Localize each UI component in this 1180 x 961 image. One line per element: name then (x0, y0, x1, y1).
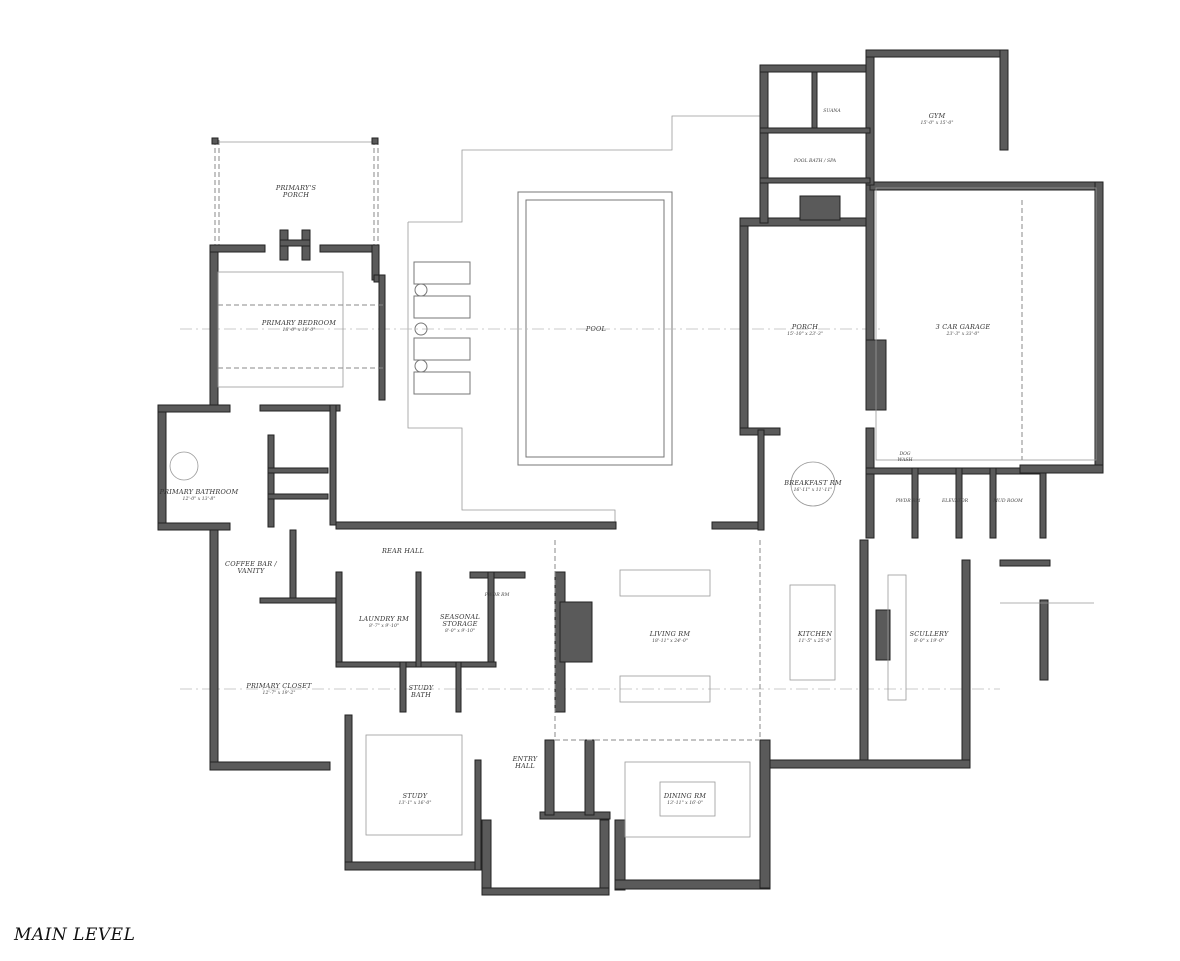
room-label-garage: 3 CAR GARAGE (936, 323, 991, 331)
room-label-primary-bathroom: PRIMARY BATHROOM (159, 488, 239, 496)
svg-text:18'-0" x 18'-0": 18'-0" x 18'-0" (283, 327, 316, 333)
room-label-scullery: SCULLERY (910, 630, 949, 638)
svg-text:13'-1" x 16'-0": 13'-1" x 16'-0" (399, 800, 432, 806)
walls (157, 49, 1104, 896)
room-label-mud-room: MUD ROOM (992, 498, 1023, 504)
room-label-porch: PORCH (791, 323, 818, 331)
svg-text:15'-0" x 15'-0": 15'-0" x 15'-0" (921, 120, 954, 126)
room-label-pwdr-rm-west: PWDR RM (484, 592, 510, 598)
primary-porch-outline (211, 137, 379, 245)
lounge-chairs (413, 261, 471, 395)
pool-deck (407, 115, 762, 522)
room-label-laundry: LAUNDRY RM (358, 615, 409, 623)
room-label-pool-bath: POOL BATH / SPA (793, 158, 837, 164)
plan-title: MAIN LEVEL (14, 925, 136, 945)
room-label-seasonal-storage: SEASONAL (440, 613, 480, 621)
room-label-entry-hall: ENTRY (512, 755, 538, 763)
svg-text:12'-7" x 19'-2": 12'-7" x 19'-2" (263, 690, 296, 696)
room-label-gym: GYM (929, 112, 946, 120)
svg-text:VANITY: VANITY (237, 567, 265, 575)
svg-text:8'-0" x 9'-10": 8'-0" x 9'-10" (445, 628, 475, 634)
interior-lines (169, 187, 1097, 838)
room-label-dog-wash: DOG (898, 451, 910, 457)
room-label-elevator: ELEVATOR (941, 498, 969, 504)
svg-text:13'-11" x 16'-0": 13'-11" x 16'-0" (667, 800, 703, 806)
svg-text:23'-3" x 33'-0": 23'-3" x 33'-0" (946, 331, 980, 337)
svg-text:11'-5" x 25'-0": 11'-5" x 25'-0" (799, 638, 832, 644)
room-label-dining: DINING RM (663, 792, 706, 800)
svg-text:16'-11" x 11'-11": 16'-11" x 11'-11" (794, 487, 833, 493)
room-label-rear-hall: REAR HALL (381, 547, 424, 555)
room-label-primary-closet: PRIMARY CLOSET (245, 682, 312, 690)
svg-text:BATH: BATH (410, 691, 431, 699)
svg-text:HALL: HALL (514, 762, 535, 770)
svg-text:WASH: WASH (898, 457, 914, 463)
room-label-breakfast: BREAKFAST RM (783, 479, 842, 487)
room-label-kitchen: KITCHEN (797, 630, 832, 638)
svg-text:PORCH: PORCH (282, 191, 309, 199)
svg-text:8'-0" x 19'-0": 8'-0" x 19'-0" (914, 638, 944, 644)
svg-text:STORAGE: STORAGE (442, 620, 477, 628)
room-labels: PRIMARY'S PORCH PRIMARY BEDROOM 18'-0" x… (159, 108, 1023, 806)
room-label-pwdr-rm-east: PWDR RM (895, 498, 921, 504)
svg-text:18'-11" x 24'-0": 18'-11" x 24'-0" (652, 638, 688, 644)
svg-text:12'-0" x 13'-8": 12'-0" x 13'-8" (183, 496, 216, 502)
room-label-study: STUDY (403, 792, 428, 800)
svg-text:8'-7" x 9'-10": 8'-7" x 9'-10" (369, 623, 399, 629)
room-label-primary-porch: PRIMARY'S (275, 184, 317, 192)
room-label-study-bath: STUDY (409, 684, 434, 692)
pool-outer (517, 191, 673, 466)
room-label-primary-bedroom: PRIMARY BEDROOM (261, 319, 336, 327)
room-label-living: LIVING RM (649, 630, 691, 638)
room-label-pool: POOL (585, 325, 606, 333)
svg-text:15'-10" x 23'-3": 15'-10" x 23'-3" (787, 331, 823, 337)
pool-water (525, 199, 665, 458)
room-label-coffee-bar: COFFEE BAR / (225, 560, 278, 568)
room-label-sauna: SUANA (823, 108, 841, 114)
